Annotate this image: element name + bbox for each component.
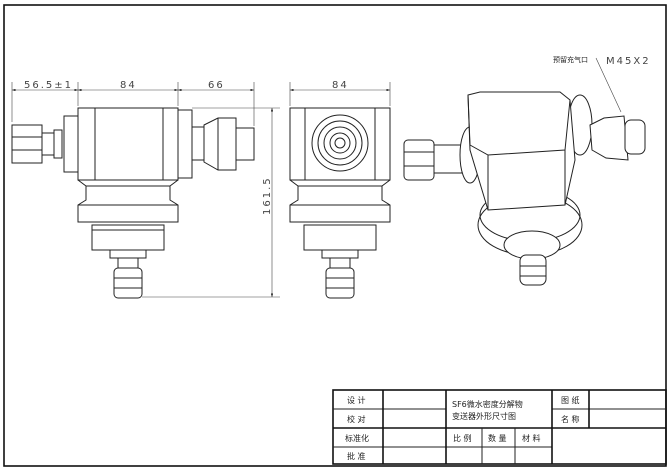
title-block: 设 计 校 对 标准化 批 准 SF6微水密度分解物 变送器外形尺寸图 比 例 … <box>332 389 667 465</box>
front-dimensions: 56.5±1 84 66 161.5 <box>11 80 280 298</box>
port-label: 预留充气口 <box>553 55 588 64</box>
label-design: 设 计 <box>347 395 366 405</box>
label-scale: 比 例 <box>453 433 472 443</box>
isometric-view: 预留充气口 M45X2 <box>403 55 651 286</box>
label-check: 校 对 <box>347 414 366 424</box>
dim-height: 161.5 <box>262 176 273 215</box>
dim-side-width: 84 <box>332 80 349 91</box>
drawing-title-line1: SF6微水密度分解物 <box>452 399 523 409</box>
label-approve: 批 准 <box>347 451 366 461</box>
drawing-frame <box>3 4 667 467</box>
label-quantity: 数 量 <box>488 433 507 443</box>
dim-left-length: 56.5±1 <box>24 80 73 91</box>
front-view <box>11 107 255 299</box>
dim-right-length: 66 <box>208 80 225 91</box>
label-material: 材 料 <box>522 433 541 443</box>
dim-body-width: 84 <box>120 80 137 91</box>
thread-label: M45X2 <box>606 56 651 67</box>
drawing-title-line2: 变送器外形尺寸图 <box>452 411 516 421</box>
side-view: 84 <box>289 80 391 299</box>
label-name: 名 称 <box>561 414 580 424</box>
label-standard: 标准化 <box>345 433 369 443</box>
label-drawing-no: 图 纸 <box>561 395 580 405</box>
